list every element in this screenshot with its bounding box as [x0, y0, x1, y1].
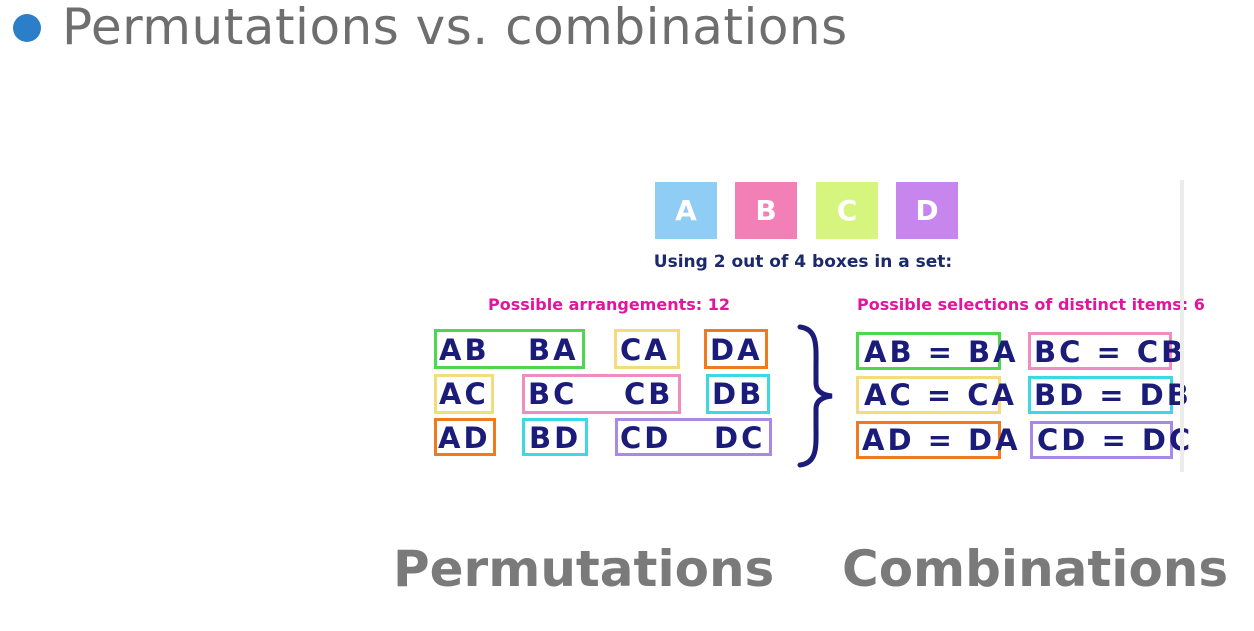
comb-pair: AB = BA [864, 335, 1019, 369]
perm-box-ad [434, 418, 496, 456]
comb-box-ab-ba [856, 332, 1001, 370]
perm-pair: BD [529, 421, 582, 455]
perm-pair: AD [438, 421, 491, 455]
letter-box-a: A [655, 182, 717, 239]
letter-b-label: B [755, 194, 777, 227]
curly-brace-icon [797, 324, 833, 468]
perm-box-cd-dc [615, 418, 772, 456]
perm-box-db [706, 374, 770, 414]
perm-pair: DC [714, 421, 766, 455]
bullet-dot [13, 14, 41, 42]
perm-pair: BC [528, 377, 578, 411]
perm-pair: DB [712, 377, 765, 411]
perm-pair: AB [439, 333, 490, 367]
comb-pair: BD = DB [1034, 378, 1192, 412]
letter-box-d: D [896, 182, 958, 239]
letter-a-label: A [675, 194, 697, 227]
perm-pair: DA [710, 333, 763, 367]
perm-box-bc-cb [522, 374, 681, 414]
perm-box-ca [614, 329, 680, 369]
selections-label: Possible selections of distinct items: 6 [857, 295, 1205, 314]
perm-pair: CB [624, 377, 674, 411]
slide-title: Permutations vs. combinations [62, 0, 848, 56]
comb-box-ad-da [856, 421, 1001, 459]
perm-box-ab-ba [434, 329, 585, 369]
letter-d-label: D [915, 194, 939, 227]
perm-pair: CD [620, 421, 672, 455]
perm-box-da [704, 329, 768, 369]
comb-pair: AC = CA [864, 378, 1017, 412]
letter-box-b: B [735, 182, 797, 239]
letter-c-label: C [836, 194, 858, 227]
perm-pair: BA [528, 333, 579, 367]
perm-box-ac [434, 374, 494, 414]
comb-box-bc-cb [1028, 332, 1172, 370]
combinations-label: Combinations [842, 540, 1229, 598]
perm-pair: AC [439, 377, 489, 411]
comb-pair: BC = CB [1034, 335, 1187, 369]
perm-pair: CA [620, 333, 670, 367]
diagram-subtitle: Using 2 out of 4 boxes in a set: [653, 252, 953, 272]
permutations-label: Permutations [393, 540, 775, 598]
comb-box-cd-dc [1030, 421, 1173, 459]
comb-pair: CD = DC [1037, 423, 1194, 457]
panel-edge-divider [1180, 180, 1184, 472]
arrangements-label: Possible arrangements: 12 [488, 295, 730, 314]
comb-box-bd-db [1028, 376, 1173, 414]
perm-box-bd [522, 418, 588, 456]
comb-pair: AD = DA [862, 423, 1021, 457]
comb-box-ac-ca [856, 376, 1001, 414]
letter-box-c: C [816, 182, 878, 239]
